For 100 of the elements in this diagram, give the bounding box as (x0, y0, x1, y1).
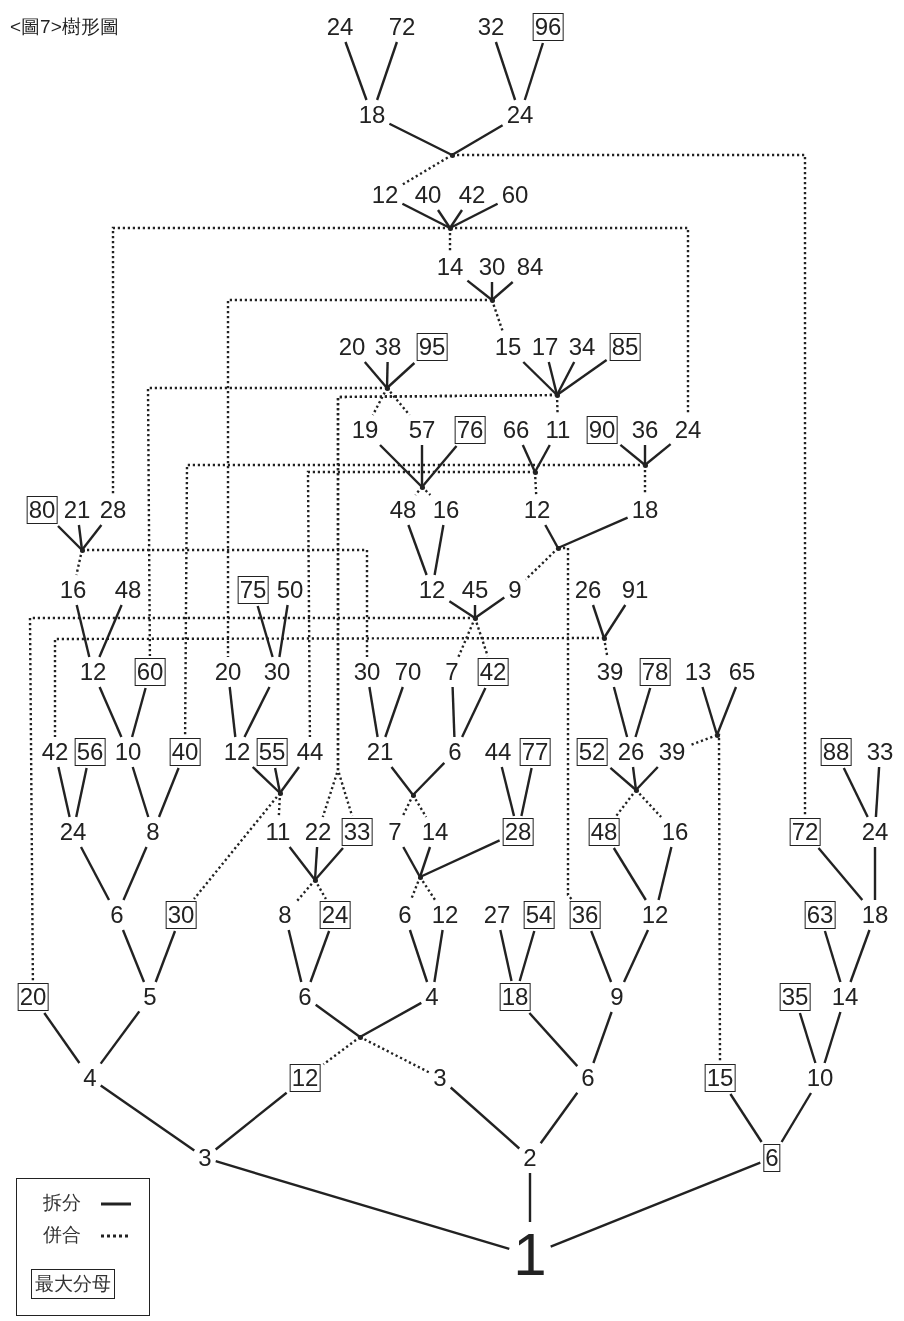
number-label: 16 (431, 497, 461, 523)
solid-line (131, 766, 150, 818)
number-label: 30 (477, 254, 507, 280)
number-label: 30 (262, 659, 292, 685)
number-label: 24 (673, 417, 703, 443)
solid-line (499, 929, 513, 982)
solid-line (609, 766, 637, 791)
solid-line (539, 1092, 579, 1144)
solid-line (98, 604, 123, 658)
number-label: 5 (142, 984, 158, 1010)
boxed-number: 85 (609, 333, 641, 361)
junction-point (357, 1034, 363, 1040)
boxed-number: 80 (26, 496, 58, 524)
solid-line (461, 687, 487, 738)
number-label: 48 (388, 497, 418, 523)
number-label: 24 (860, 819, 890, 845)
number-label: 12 (430, 902, 460, 928)
number-label: 8 (277, 902, 293, 928)
number-label: 4 (424, 984, 440, 1010)
number-label: 34 (567, 334, 597, 360)
solid-line (523, 42, 545, 101)
solid-line (278, 604, 289, 658)
boxed-number: 48 (588, 818, 620, 846)
solid-line (635, 766, 659, 791)
number-label: 57 (407, 417, 437, 443)
solid-line (57, 525, 83, 551)
number-label: 40 (413, 182, 443, 208)
number-label: 12 (222, 739, 252, 765)
boxed-legend-label: 最大分母 (31, 1269, 115, 1299)
solid-line (449, 209, 463, 229)
solid-line (491, 281, 514, 301)
solid-line (214, 1091, 288, 1151)
solid-line (798, 1012, 817, 1064)
solid-line (121, 929, 146, 983)
solid-line (408, 929, 429, 983)
boxed-number: 55 (256, 738, 288, 766)
solid-line (251, 766, 281, 794)
boxed-number: 20 (17, 983, 49, 1011)
boxed-number: 88 (820, 738, 852, 766)
solid-line (385, 361, 389, 389)
number-label: 22 (303, 819, 333, 845)
junction-point (633, 787, 639, 793)
solid-line (823, 930, 842, 983)
solid-line (449, 1086, 521, 1150)
solid-line (122, 846, 148, 901)
solid-line (817, 847, 864, 901)
boxed-number: 35 (779, 983, 811, 1011)
solid-line (612, 847, 647, 901)
number-label: 42 (40, 739, 70, 765)
solid-line (43, 1012, 81, 1064)
number-label: 39 (595, 659, 625, 685)
junction-point (489, 297, 495, 303)
solid-line (849, 929, 871, 983)
solid-line (701, 686, 719, 736)
solid-line (75, 604, 91, 658)
number-label: 11 (264, 819, 292, 845)
number-label: 24 (505, 102, 535, 128)
solid-line (590, 930, 613, 983)
boxed-number: 77 (519, 738, 551, 766)
solid-line (603, 604, 627, 639)
solid-line (873, 847, 877, 900)
number-label: 44 (483, 739, 513, 765)
solid-line (448, 600, 476, 619)
number-label: 36 (630, 417, 660, 443)
number-label: 12 (370, 182, 400, 208)
solid-line (449, 202, 499, 230)
solid-line (842, 767, 869, 818)
number-label: 50 (275, 577, 305, 603)
solid-line (591, 604, 606, 639)
solid-line (388, 122, 453, 157)
boxed-number: 90 (586, 416, 618, 444)
solid-line (544, 524, 560, 549)
junction-point (312, 877, 318, 883)
solid-line (379, 444, 423, 488)
boxed-number: 63 (804, 901, 836, 929)
number-label: 24 (58, 819, 88, 845)
junction-point (419, 484, 425, 490)
number-label: 19 (350, 417, 380, 443)
boxed-number: 28 (502, 818, 534, 846)
legend-label: 拆分 (43, 1191, 81, 1215)
number-label: 45 (460, 577, 490, 603)
number-label: 10 (805, 1065, 835, 1091)
solid-line (550, 1161, 761, 1248)
figure-title: <圖7>樹形圖 (10, 15, 119, 39)
boxed-number: 30 (165, 901, 197, 929)
junction-point (714, 732, 720, 738)
junction-point (384, 385, 390, 391)
number-label: 72 (387, 14, 417, 40)
solid-line (437, 209, 451, 229)
solid-line (157, 767, 180, 818)
solid-line (556, 359, 608, 396)
number-label: 3 (197, 1145, 213, 1171)
number-label: 6 (397, 902, 413, 928)
junction-point (79, 547, 85, 553)
number-label: 91 (620, 577, 650, 603)
solid-line (528, 1012, 579, 1067)
solid-line (533, 444, 551, 473)
solid-line (384, 686, 404, 738)
solid-line (288, 846, 316, 881)
solid-line (390, 766, 414, 796)
